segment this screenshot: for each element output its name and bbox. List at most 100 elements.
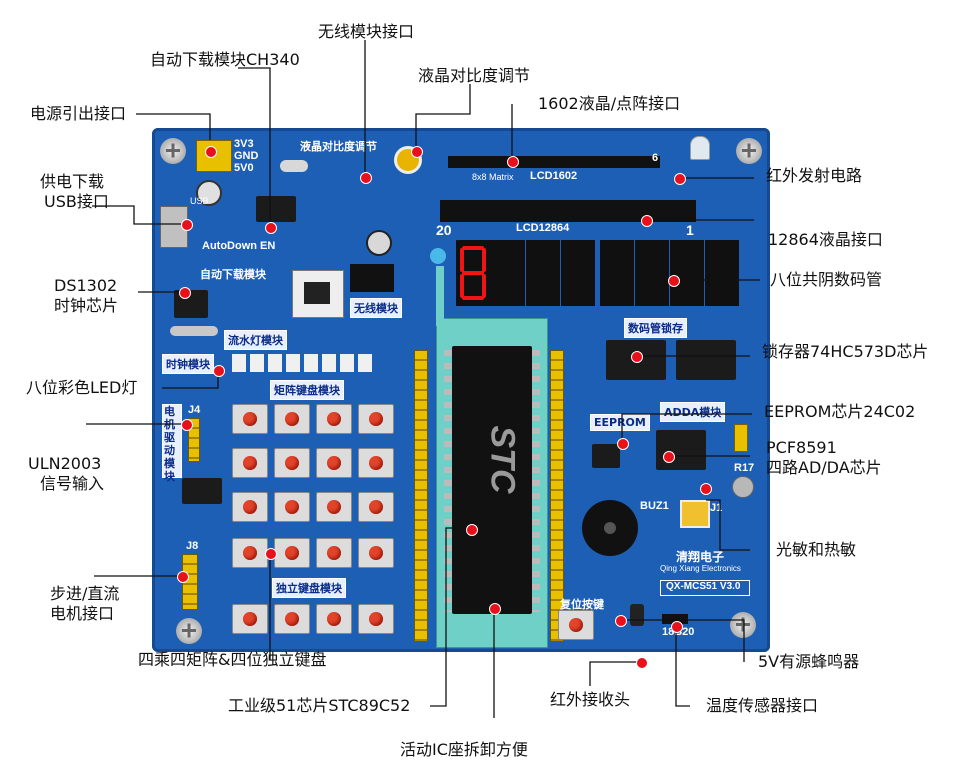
key-s9[interactable] [232, 492, 268, 522]
latch-chip-2 [676, 340, 736, 380]
silk-autodown: AutoDown EN [202, 240, 276, 252]
silk-autodown-module: 自动下载模块 [200, 269, 266, 281]
label-photo-thermal: 光敏和热敏 [776, 540, 857, 559]
seg-digit-2 [491, 240, 525, 306]
label-temp-sensor: 温度传感器接口 [706, 696, 819, 715]
label-uln-line2: 信号输入 [40, 474, 105, 493]
seg-digit-5 [600, 240, 634, 306]
silk-motor-drive: 电机驱动模块 [164, 406, 175, 483]
port-header-right [550, 350, 564, 642]
silk-j8: J8 [186, 540, 199, 552]
label-ir-rx: 红外接收头 [550, 690, 631, 709]
seg-digit-7 [670, 240, 704, 306]
silk-wireless-module: 无线模块 [350, 298, 402, 318]
mcu-pins-right [532, 350, 540, 612]
mount-screw-br [730, 612, 756, 638]
seg-digit-4 [561, 240, 595, 306]
callout-dot-photo [700, 483, 712, 495]
stc89c52-chip [452, 346, 532, 614]
silk-lcd1602: LCD1602 [530, 170, 578, 182]
callout-dot-lcd1602 [507, 156, 519, 168]
callout-dot-ch340 [265, 222, 277, 234]
silk-brand: 清翔电子 [676, 550, 725, 564]
label-led8: 八位彩色LED灯 [26, 378, 138, 397]
label-motor-line1: 步进/直流 [50, 584, 120, 603]
callout-dot-eeprom [617, 438, 629, 450]
mount-screw-tl [160, 138, 186, 164]
silk-gnd: GND [234, 150, 259, 162]
label-latch: 锁存器74HC573D芯片 [762, 342, 929, 361]
key-s8[interactable] [358, 448, 394, 478]
silk-brand-en: Qing Xiang Electronics [660, 564, 741, 573]
key-s11[interactable] [316, 492, 352, 522]
silk-model: QX-MCS51 V3.0 [666, 581, 741, 592]
silk-seg-latch: 数码管锁存 [624, 318, 687, 338]
silk-matrix-keys: 矩阵键盘模块 [270, 380, 344, 400]
callout-dot-buzzer [615, 615, 627, 627]
key-s4[interactable] [358, 404, 394, 434]
led-row [232, 354, 372, 372]
indep-key-3[interactable] [316, 604, 352, 634]
buzzer-center [604, 522, 616, 534]
key-s15[interactable] [316, 538, 352, 568]
indep-key-1[interactable] [232, 604, 268, 634]
callout-dot-contrast [411, 146, 423, 158]
callout-dot-power [205, 146, 217, 158]
key-s13[interactable] [232, 538, 268, 568]
crystal [280, 160, 308, 172]
silk-reset: 复位按键 [560, 599, 604, 611]
label-pcf-line1: PCF8591 [766, 438, 837, 457]
ds18b20-socket [662, 614, 688, 624]
ch340-chip [256, 196, 296, 222]
label-autodownload: 自动下载模块CH340 [150, 50, 300, 69]
silk-r17: R17 [734, 462, 755, 474]
mcu-pins-left [444, 350, 452, 612]
seg-digit-8 [705, 240, 739, 306]
label-keypad: 四乘四矩阵&四位独立键盘 [138, 650, 327, 669]
key-s5[interactable] [232, 448, 268, 478]
power-switch-knob [304, 282, 330, 304]
silk-buz1: BUZ1 [640, 500, 669, 512]
seg-digit-3 [526, 240, 560, 306]
key-s1[interactable] [232, 404, 268, 434]
key-s7[interactable] [316, 448, 352, 478]
clock-crystal [170, 326, 218, 336]
port-header-left [414, 350, 428, 642]
label-uln-line1: ULN2003 [28, 454, 102, 473]
indep-key-4[interactable] [358, 604, 394, 634]
silk-adda: ADDA模块 [660, 402, 726, 422]
silk-j4: J4 [188, 404, 201, 416]
thermistor [680, 500, 710, 528]
pcf8591-chip [656, 430, 706, 470]
callout-dot-irrx [636, 657, 648, 669]
adjust-knob [430, 248, 446, 264]
label-power-out: 电源引出接口 [30, 104, 127, 123]
label-lcd1602: 1602液晶/点阵接口 [538, 94, 681, 113]
seven-segment-digits-svg [460, 246, 735, 300]
key-s12[interactable] [358, 492, 394, 522]
ir-led [690, 136, 710, 160]
silk-eeprom: EEPROM [590, 414, 650, 431]
indep-key-2[interactable] [274, 604, 310, 634]
key-s16[interactable] [358, 538, 394, 568]
label-ds1302-line2: 时钟芯片 [54, 296, 119, 315]
key-s3[interactable] [316, 404, 352, 434]
lcd12864-header [440, 200, 696, 222]
key-s6[interactable] [274, 448, 310, 478]
eeprom-chip [592, 444, 620, 468]
silk-lcd-contrast: 液晶对比度调节 [300, 141, 377, 153]
key-s14[interactable] [274, 538, 310, 568]
silk-lcd12864: LCD12864 [516, 222, 570, 234]
key-s2[interactable] [274, 404, 310, 434]
callout-dot-usb [181, 219, 193, 231]
reset-button[interactable] [558, 610, 594, 640]
label-ds1302-line1: DS1302 [54, 276, 118, 295]
label-usb-line1: 供电下载 [40, 172, 105, 191]
callout-dot-seg8 [668, 275, 680, 287]
mount-screw-bl [176, 618, 202, 644]
silk-3v3: 3V3 [234, 138, 254, 150]
key-s10[interactable] [274, 492, 310, 522]
callout-dot-irtx [674, 173, 686, 185]
